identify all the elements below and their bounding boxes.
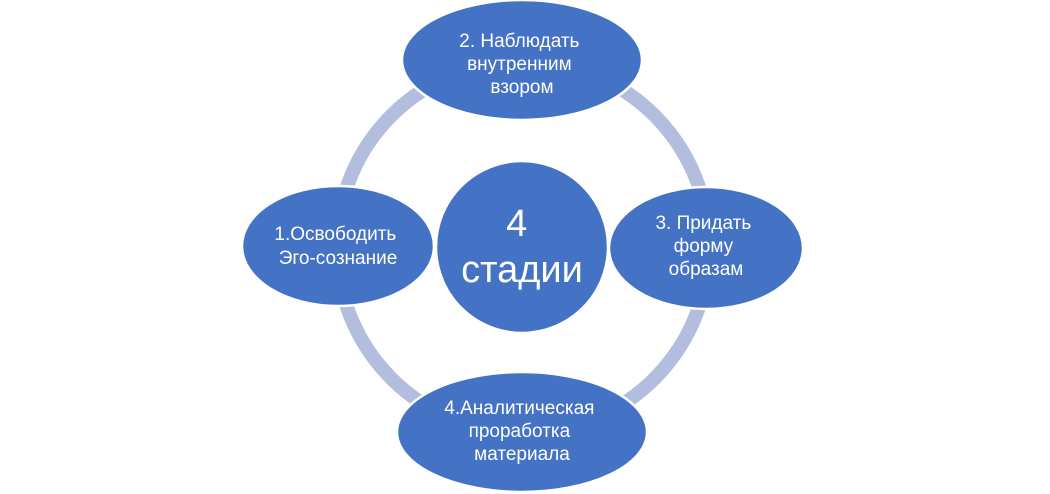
stage-4-label: 4.Аналитическая проработка материала [444, 398, 599, 465]
stage-2-label-line: 2. Наблюдать [459, 31, 579, 52]
stage-3-label-line: образам [669, 259, 744, 280]
stage-1-ellipse [240, 184, 436, 308]
stage-1-label-line: 1.Освободить [274, 224, 396, 245]
stage-4-label-line: проработка [469, 421, 571, 442]
stage-4-label-line: материала [474, 444, 570, 465]
stage-2-label: 2. Наблюдать внутренним взором [459, 31, 584, 98]
stage-3-ellipse [607, 185, 805, 311]
stage-4-label-line: 4.Аналитическая [444, 398, 594, 419]
stage-2-label-line: внутренним [467, 54, 572, 75]
center-node: 4 стадии [434, 159, 610, 335]
stage-4-ellipse [395, 370, 649, 494]
stage-3-label: 3. Придать форму образам [655, 213, 756, 280]
center-label-line: стадии [461, 249, 583, 291]
stage-node-2: 2. Наблюдать внутренним взором [400, 0, 644, 122]
stage-node-4: 4.Аналитическая проработка материала [395, 370, 649, 494]
stage-2-ellipse [400, 0, 644, 122]
center-label-line: 4 [506, 203, 527, 245]
stage-node-3: 3. Придать форму образам [607, 185, 805, 311]
stage-2-label-line: взором [490, 77, 553, 98]
stage-node-1: 1.Освободить Эго-сознание [240, 184, 436, 308]
stage-3-label-line: 3. Придать [655, 213, 751, 234]
center-circle [434, 159, 610, 335]
stage-3-label-line: форму [674, 236, 734, 257]
stage-1-label-line: Эго-сознание [279, 248, 398, 269]
stage-1-label: 1.Освободить Эго-сознание [274, 224, 401, 269]
center-label: 4 стадии [461, 203, 583, 291]
